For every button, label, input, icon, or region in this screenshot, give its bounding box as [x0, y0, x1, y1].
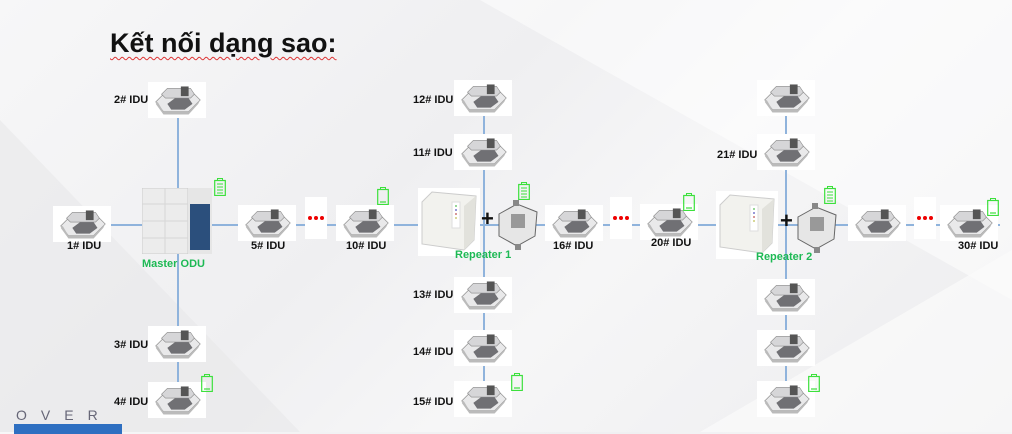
idu-r2-bottom-1: [757, 279, 815, 315]
battery-low-icon: [377, 187, 389, 205]
battery-low-icon: [511, 373, 523, 391]
idu-1: [53, 206, 111, 242]
battery-low-icon: [683, 193, 695, 211]
idu-4-label: 4# IDU: [114, 396, 149, 408]
idu-5: [238, 205, 296, 241]
ellipsis-dots: [914, 197, 936, 239]
master-odu-label: Master ODU: [142, 258, 205, 270]
idu-21: [757, 134, 815, 170]
idu-12-label: 12# IDU: [413, 94, 454, 106]
idu-15: [454, 381, 512, 417]
idu-16: [545, 205, 603, 241]
idu-after-repeater-2: [848, 205, 906, 241]
brand-logo: OVER: [16, 407, 112, 423]
repeater-1: [418, 188, 480, 256]
branch-line-repeater-2: [785, 90, 787, 400]
idu-13-label: 13# IDU: [413, 289, 454, 301]
idu-14-label: 14# IDU: [413, 346, 454, 358]
idu-11-label: 11# IDU: [413, 147, 453, 159]
junction-box: [495, 200, 541, 250]
idu-13: [454, 277, 512, 313]
idu-4: [148, 382, 206, 418]
idu-30-label: 30# IDU: [958, 240, 999, 252]
page-title: Kết nối dạng sao:: [110, 28, 337, 58]
idu-r2-bottom-3: [757, 381, 815, 417]
idu-2-label: 2# IDU: [114, 94, 149, 106]
idu-3-label: 3# IDU: [114, 339, 149, 351]
idu-r2-top: [757, 80, 815, 116]
idu-15-label: 15# IDU: [413, 396, 454, 408]
plus-sign: +: [481, 206, 494, 231]
repeater-2-label: Repeater 2: [756, 251, 813, 263]
idu-3: [148, 326, 206, 362]
idu-21-label: 21# IDU: [717, 149, 758, 161]
branch-line-repeater-1: [483, 90, 485, 400]
idu-20-label: 20# IDU: [651, 237, 692, 249]
idu-1-label: 1# IDU: [67, 240, 102, 252]
battery-full-icon: [214, 178, 226, 196]
idu-30: [940, 205, 998, 241]
idu-r2-bottom-2: [757, 330, 815, 366]
idu-16-label: 16# IDU: [553, 240, 594, 252]
battery-low-icon: [808, 374, 820, 392]
idu-2: [148, 82, 206, 118]
battery-full-icon: [824, 186, 836, 204]
battery-full-icon: [518, 182, 530, 200]
idu-10: [336, 205, 394, 241]
idu-5-label: 5# IDU: [251, 240, 286, 252]
plus-sign: +: [780, 208, 793, 233]
master-odu: [141, 187, 212, 255]
idu-14: [454, 330, 512, 366]
ellipsis-dots: [305, 197, 327, 239]
battery-low-icon: [201, 374, 213, 392]
idu-10-label: 10# IDU: [346, 240, 387, 252]
idu-12: [454, 80, 512, 116]
repeater-1-label: Repeater 1: [455, 249, 512, 261]
junction-box: [794, 203, 840, 253]
idu-11: [454, 134, 512, 170]
ellipsis-dots: [610, 197, 632, 239]
battery-low-icon: [987, 198, 999, 216]
repeater-2: [716, 191, 778, 259]
brand-logo-mark: [14, 424, 122, 434]
